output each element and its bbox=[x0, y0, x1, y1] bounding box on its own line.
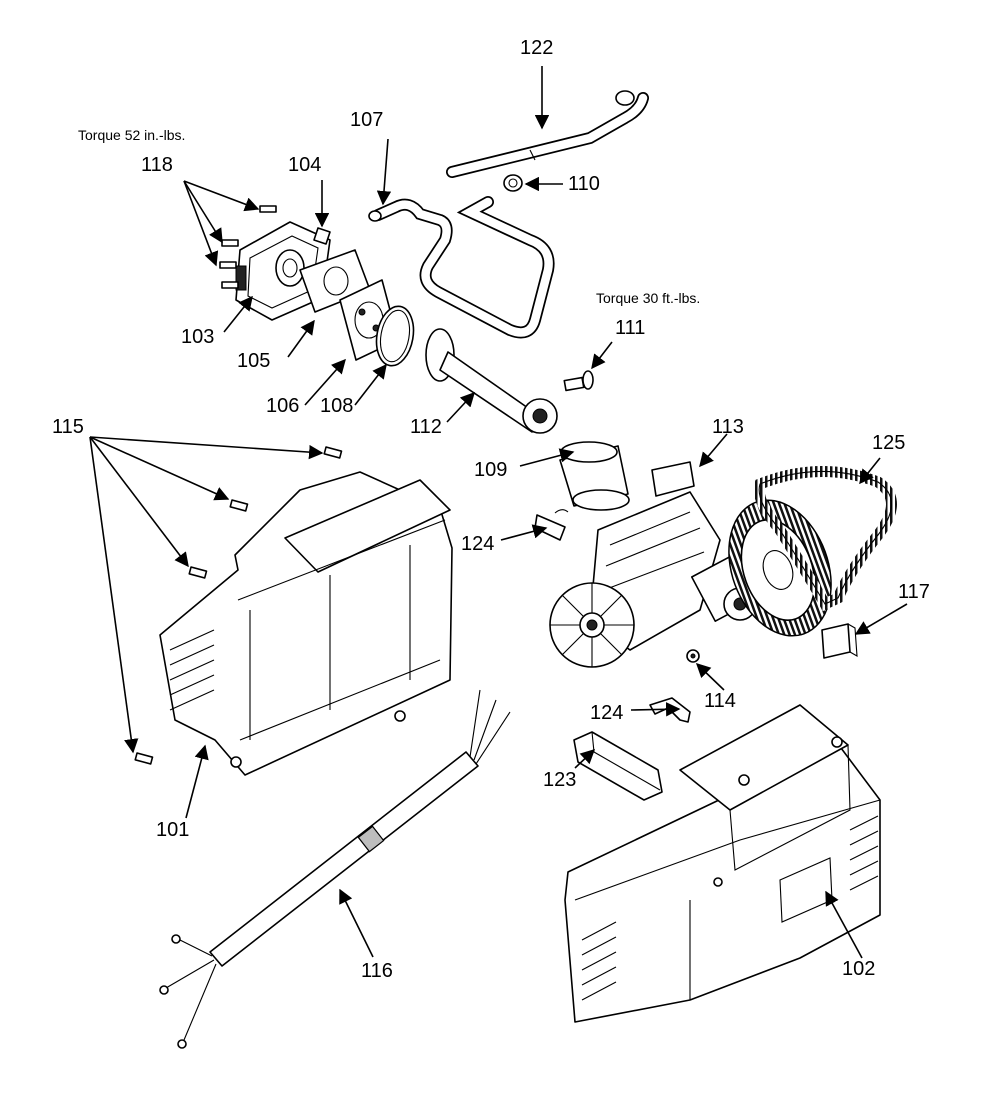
callout-112: 112 bbox=[410, 416, 442, 438]
head-bolts-118 bbox=[219, 205, 277, 289]
callout-118: 118 bbox=[141, 154, 173, 176]
callout-122: 122 bbox=[520, 37, 554, 59]
front-housing-102 bbox=[564, 704, 881, 1023]
callout-110: 110 bbox=[568, 173, 600, 195]
connecting-rod-112 bbox=[425, 328, 558, 434]
callout-124-upper: 124 bbox=[461, 533, 495, 555]
fan-blades bbox=[549, 582, 635, 668]
callout-106: 106 bbox=[266, 395, 300, 417]
housing-screws-115 bbox=[134, 446, 343, 765]
callout-125: 125 bbox=[872, 432, 906, 454]
transfer-tube-107 bbox=[368, 196, 555, 339]
leader-arrows bbox=[89, 66, 908, 959]
valve-104 bbox=[313, 227, 331, 245]
pulley bbox=[728, 499, 832, 637]
nut-110 bbox=[503, 174, 523, 192]
pad-117 bbox=[821, 623, 858, 659]
clip-124-upper bbox=[534, 509, 569, 541]
callout-115: 115 bbox=[52, 416, 84, 438]
power-cord-116 bbox=[159, 689, 511, 1049]
callout-116: 116 bbox=[361, 960, 393, 982]
callout-111: 111 bbox=[615, 317, 646, 339]
callout-123: 123 bbox=[543, 769, 577, 791]
callout-105: 105 bbox=[237, 350, 271, 372]
bolt-111 bbox=[563, 370, 594, 392]
torque-note-head: Torque 52 in.-lbs. bbox=[78, 127, 186, 143]
callout-104: 104 bbox=[288, 154, 322, 176]
callout-103: 103 bbox=[181, 326, 215, 348]
callout-117: 117 bbox=[898, 581, 930, 603]
callout-109: 109 bbox=[474, 459, 508, 481]
washer-114 bbox=[686, 649, 700, 663]
belt-125 bbox=[753, 466, 897, 612]
bracket-123 bbox=[573, 731, 663, 801]
outlet-tube-122 bbox=[446, 90, 649, 178]
rear-housing-101 bbox=[159, 471, 453, 776]
callout-124-lower: 124 bbox=[590, 702, 624, 724]
torque-note-rod: Torque 30 ft.-lbs. bbox=[596, 290, 701, 306]
callout-102: 102 bbox=[842, 958, 876, 980]
cylinder-sleeve-109 bbox=[559, 441, 630, 511]
callout-113: 113 bbox=[712, 416, 744, 438]
callout-107: 107 bbox=[350, 109, 384, 131]
callout-101: 101 bbox=[156, 819, 190, 841]
o-ring-108 bbox=[375, 305, 415, 367]
callout-108: 108 bbox=[320, 395, 354, 417]
callout-114: 114 bbox=[704, 690, 736, 712]
